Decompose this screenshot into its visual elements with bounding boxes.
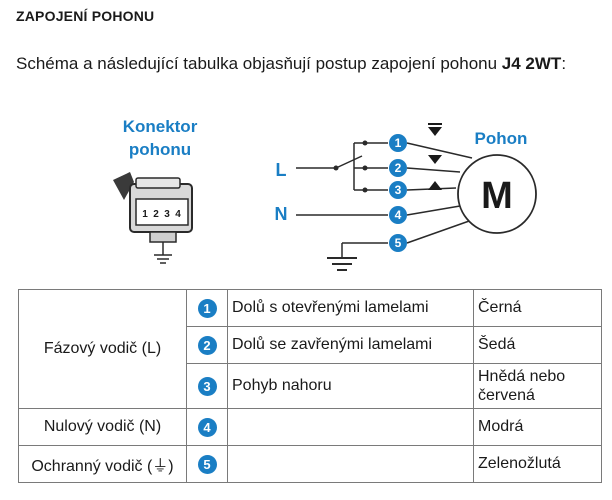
- connector-pin-1: 1: [142, 209, 148, 220]
- table-cell-num: 3: [186, 363, 228, 409]
- intro-suffix: :: [561, 54, 567, 73]
- terminal-3-label: 3: [395, 183, 402, 197]
- arrow-up-icon: [428, 181, 442, 190]
- section-heading: ZAPOJENÍ POHONU: [16, 8, 155, 24]
- table-cell-desc: [227, 445, 474, 483]
- arrow-down-slats-open-icon: [428, 127, 442, 136]
- table-cell-num: 1: [186, 289, 228, 327]
- wiring-diagram: Konektor pohonu 1 2 3 4 L N: [113, 117, 537, 271]
- terminal-4-label: 4: [395, 208, 402, 222]
- table-cell-desc: Dolů s otevřenými lamelami: [227, 289, 474, 327]
- connector-pin-2: 2: [153, 209, 159, 220]
- table-cell-color: Šedá: [473, 326, 602, 364]
- table-row: Ochranný vodič (⏚) 5 Zelenožlutá: [18, 445, 602, 483]
- connector-pin-4: 4: [175, 209, 181, 220]
- terminal-badge: 3: [197, 376, 217, 396]
- table-cell-num: 4: [186, 408, 228, 446]
- terminal-badge: 5: [197, 454, 217, 474]
- table-cell-color: Černá: [473, 289, 602, 327]
- connector-pin-3: 3: [164, 209, 170, 220]
- intro-text: Schéma a následující tabulka objasňují p…: [16, 54, 502, 73]
- connector-ground-icon: [154, 254, 172, 264]
- intro-paragraph: Schéma a následující tabulka objasňují p…: [16, 51, 600, 76]
- motor-symbol: M: [481, 175, 513, 217]
- connector-title-line1: Konektor: [123, 117, 198, 136]
- line-label-N: N: [275, 204, 288, 224]
- wiring-lines: [296, 142, 473, 258]
- terminal-5-label: 5: [395, 236, 402, 250]
- connector-pin-labels: 1 2 3 4: [142, 209, 181, 220]
- table-cell-num: 2: [186, 326, 228, 364]
- arrow-down-slats-closed-icon: [428, 155, 442, 164]
- table-cell-desc: Dolů se zavřenými lamelami: [227, 326, 474, 364]
- category-phase: Fázový vodič (L): [18, 289, 187, 409]
- category-neutral: Nulový vodič (N): [18, 408, 187, 446]
- direction-arrows: [428, 123, 442, 190]
- intro-model: J4 2WT: [501, 54, 562, 73]
- motor-symbol-circle: [457, 154, 537, 234]
- table-cell-num: 5: [186, 445, 228, 483]
- line-label-L: L: [276, 160, 287, 180]
- connector-title-line2: pohonu: [129, 140, 191, 159]
- ground-icon: [327, 257, 357, 271]
- motor-title: Pohon: [475, 129, 528, 148]
- table-row: Fázový vodič (L) 1 Dolů s otevřenými lam…: [18, 289, 602, 409]
- terminal-badge: 1: [197, 298, 217, 318]
- table-cell-color: Zelenožlutá: [473, 445, 602, 483]
- table-cell-desc: [227, 408, 474, 446]
- connector-drawing: 1 2 3 4: [113, 172, 193, 264]
- table-cell-desc: Pohyb nahoru: [227, 363, 474, 409]
- category-protective: Ochranný vodič (⏚): [18, 445, 187, 483]
- terminal-badge: 4: [197, 417, 217, 437]
- wiring-table: Fázový vodič (L) 1 Dolů s otevřenými lam…: [18, 289, 602, 483]
- terminal-2-label: 2: [395, 161, 402, 175]
- terminal-1-label: 1: [395, 136, 402, 150]
- table-cell-color: Modrá: [473, 408, 602, 446]
- terminal-badges: 1 2 3 4 5: [389, 134, 407, 252]
- table-cell-color: Hnědá nebo červená: [473, 363, 602, 409]
- switch-contacts: [333, 140, 368, 193]
- terminal-badge: 2: [197, 335, 217, 355]
- table-row: Nulový vodič (N) 4 Modrá: [18, 408, 602, 446]
- table-row: 2 Dolů se zavřenými lamelami Šedá: [19, 326, 602, 364]
